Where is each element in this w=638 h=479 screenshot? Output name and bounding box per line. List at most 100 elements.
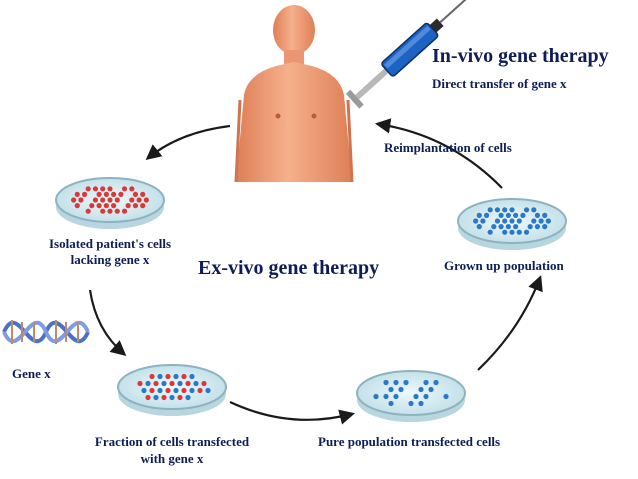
cell-dot-red: [111, 203, 117, 209]
cell-dot-blue: [153, 394, 159, 401]
cell-dot-blue: [520, 212, 526, 218]
cell-dot-blue: [185, 394, 191, 401]
arrow-patient-to-isolated: [145, 124, 231, 160]
cell-dot-red: [149, 373, 155, 380]
cell-dot-red: [125, 203, 131, 209]
cell-dot-red: [78, 197, 84, 203]
cell-dot-red: [153, 380, 159, 387]
cell-dot-blue: [413, 393, 419, 400]
transfected-fraction-dish: [117, 364, 227, 416]
patient-torso: [236, 62, 352, 182]
cell-dot-blue: [483, 212, 490, 218]
syringe-icon: [345, 0, 473, 109]
cell-dot-blue: [476, 212, 482, 218]
cell-dot-red: [165, 373, 171, 380]
cell-dot-red: [107, 197, 113, 203]
cell-dot-red: [89, 203, 95, 209]
cell-dot-red: [161, 394, 167, 401]
cell-dot-blue: [473, 218, 479, 224]
patient-neck: [284, 50, 304, 66]
patient-right-arm: [346, 99, 354, 183]
cell-dot-blue: [428, 386, 434, 393]
cell-dot-red: [165, 387, 171, 394]
cell-dot-blue: [516, 218, 522, 224]
grown-population-label: Grown up population: [444, 258, 564, 273]
cell-dot-blue: [502, 218, 508, 224]
cell-dot-red: [136, 197, 142, 203]
cell-dot-red: [111, 191, 117, 197]
patient-nipple-left: [275, 113, 281, 119]
cell-dot-blue: [141, 387, 147, 394]
cell-dot-blue: [502, 229, 508, 235]
pure-population-label: Pure population transfected cells: [318, 434, 501, 449]
cell-dot-blue: [531, 218, 537, 224]
cell-dot-blue: [393, 379, 399, 386]
cell-dot-blue: [523, 207, 530, 213]
reimplantation-label: Reimplantation of cells: [384, 140, 512, 155]
cell-dot-blue: [398, 386, 404, 393]
pure-population-dish: [356, 370, 466, 422]
gene-x-label: Gene x: [12, 366, 51, 381]
cell-dot-red: [177, 394, 183, 401]
cell-dot-red: [129, 197, 135, 203]
isolated-cells-label-line1: Isolated patient's cells: [48, 236, 172, 251]
cell-dot-blue: [189, 373, 195, 380]
cell-dot-blue: [388, 386, 394, 393]
cell-dot-blue: [373, 393, 379, 400]
arrow-fraction-to-pure: [229, 401, 355, 425]
arrow-pure-to-grown: [477, 275, 543, 371]
cell-dot-red: [114, 208, 120, 214]
cell-dot-blue: [534, 224, 541, 230]
cell-dot-blue: [494, 207, 501, 213]
patient-nipple-right: [311, 113, 317, 119]
cell-dot-blue: [527, 224, 533, 230]
cell-dot-red: [149, 387, 155, 394]
cell-dot-red: [140, 191, 146, 197]
cell-dot-blue: [408, 400, 414, 407]
cell-dot-blue: [509, 207, 515, 213]
cell-dot-red: [74, 191, 80, 197]
cell-dot-blue: [534, 212, 541, 218]
cell-dot-blue: [193, 380, 199, 387]
isolated-cells-label-line2: lacking gene x: [70, 252, 150, 267]
cell-dot-blue: [423, 379, 429, 386]
cell-dot-blue: [476, 224, 482, 230]
in-vivo-title: In-vivo gene therapy: [432, 45, 609, 67]
grown-population-dish: [457, 198, 567, 250]
cell-dot-blue: [538, 218, 544, 224]
cell-dot-blue: [173, 373, 179, 380]
cell-dot-red: [132, 203, 139, 209]
cell-dot-blue: [494, 218, 501, 224]
cell-dot-blue: [418, 400, 424, 407]
patient-left-arm: [234, 99, 242, 183]
cell-dot-blue: [531, 207, 537, 213]
cell-dot-blue: [403, 379, 409, 386]
cell-dot-red: [181, 373, 187, 380]
cell-dot-red: [185, 380, 191, 387]
cell-dot-red: [103, 203, 109, 209]
cell-dot-blue: [502, 207, 508, 213]
cell-dot-red: [181, 387, 187, 394]
cell-dot-blue: [509, 218, 515, 224]
in-vivo-subtitle: Direct transfer of gene x: [432, 76, 567, 91]
cell-dot-blue: [491, 224, 497, 230]
cell-dot-blue: [443, 393, 449, 400]
cell-dot-red: [81, 191, 88, 197]
cell-dot-red: [107, 208, 113, 214]
cell-dot-blue: [433, 379, 439, 386]
cell-dot-blue: [542, 212, 548, 218]
cell-dot-red: [169, 380, 175, 387]
cell-dot-blue: [498, 224, 504, 230]
cell-dot-blue: [513, 224, 519, 230]
cell-dot-blue: [487, 229, 493, 235]
cell-dot-red: [92, 186, 99, 192]
cell-dot-blue: [388, 400, 394, 407]
cell-dot-red: [140, 203, 146, 209]
cell-dot-red: [107, 186, 113, 192]
cell-dot-blue: [498, 212, 504, 218]
cell-dot-red: [96, 191, 102, 197]
fraction-transfected-label-line1: Fraction of cells transfected: [94, 434, 250, 449]
cell-dot-red: [92, 197, 99, 203]
cell-dot-blue: [169, 394, 175, 401]
